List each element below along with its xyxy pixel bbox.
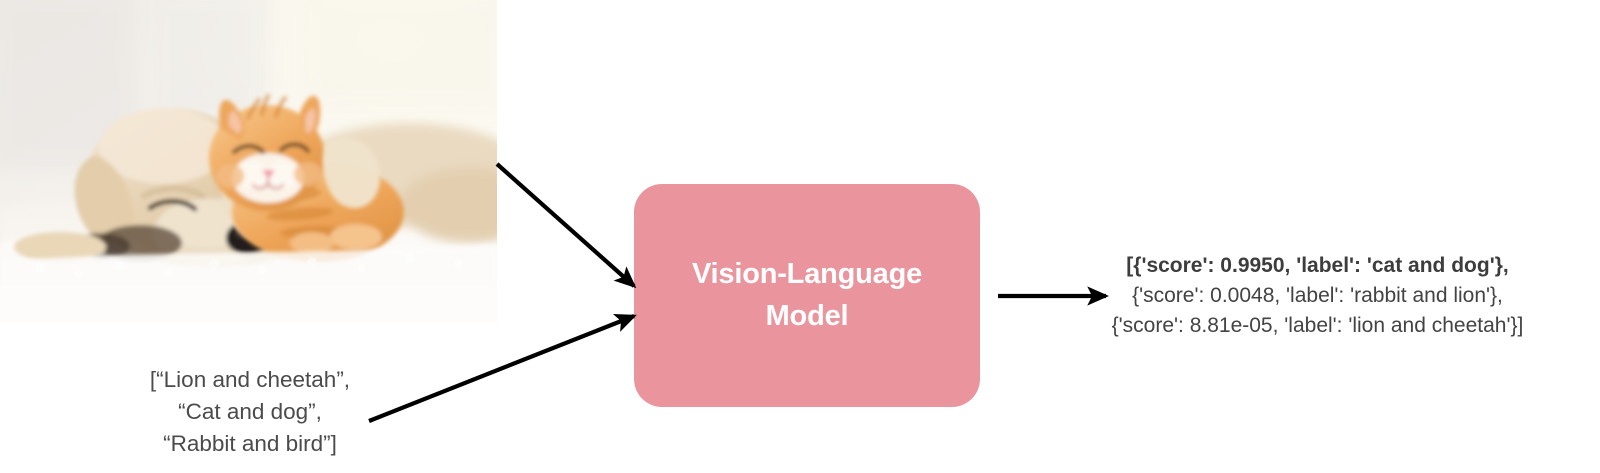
arrow-prompt-to-model xyxy=(368,313,637,423)
model-output: [{'score': 0.9950, 'label': 'cat and dog… xyxy=(1045,251,1590,342)
prompt-text-list[interactable]: [“Lion and cheetah”, “Cat and dog”, “Rab… xyxy=(100,364,400,460)
prompt-line-2: “Cat and dog”, xyxy=(178,398,322,424)
prompt-line-3: “Rabbit and bird”] xyxy=(163,430,337,456)
arrow-image-to-model xyxy=(495,162,637,289)
output-line-3: {'score': 8.81e-05, 'label': 'lion and c… xyxy=(1111,314,1524,338)
input-image-artwork xyxy=(0,0,497,322)
vision-language-model-box[interactable]: Vision-Language Model xyxy=(634,184,980,407)
output-line-2: {'score': 0.0048, 'label': 'rabbit and l… xyxy=(1132,284,1503,308)
model-box-label: Vision-Language Model xyxy=(691,258,923,332)
output-line-1: [{'score': 0.9950, 'label': 'cat and dog… xyxy=(1126,254,1509,277)
input-image[interactable] xyxy=(0,0,497,322)
prompt-line-1: [“Lion and cheetah”, xyxy=(149,367,351,392)
